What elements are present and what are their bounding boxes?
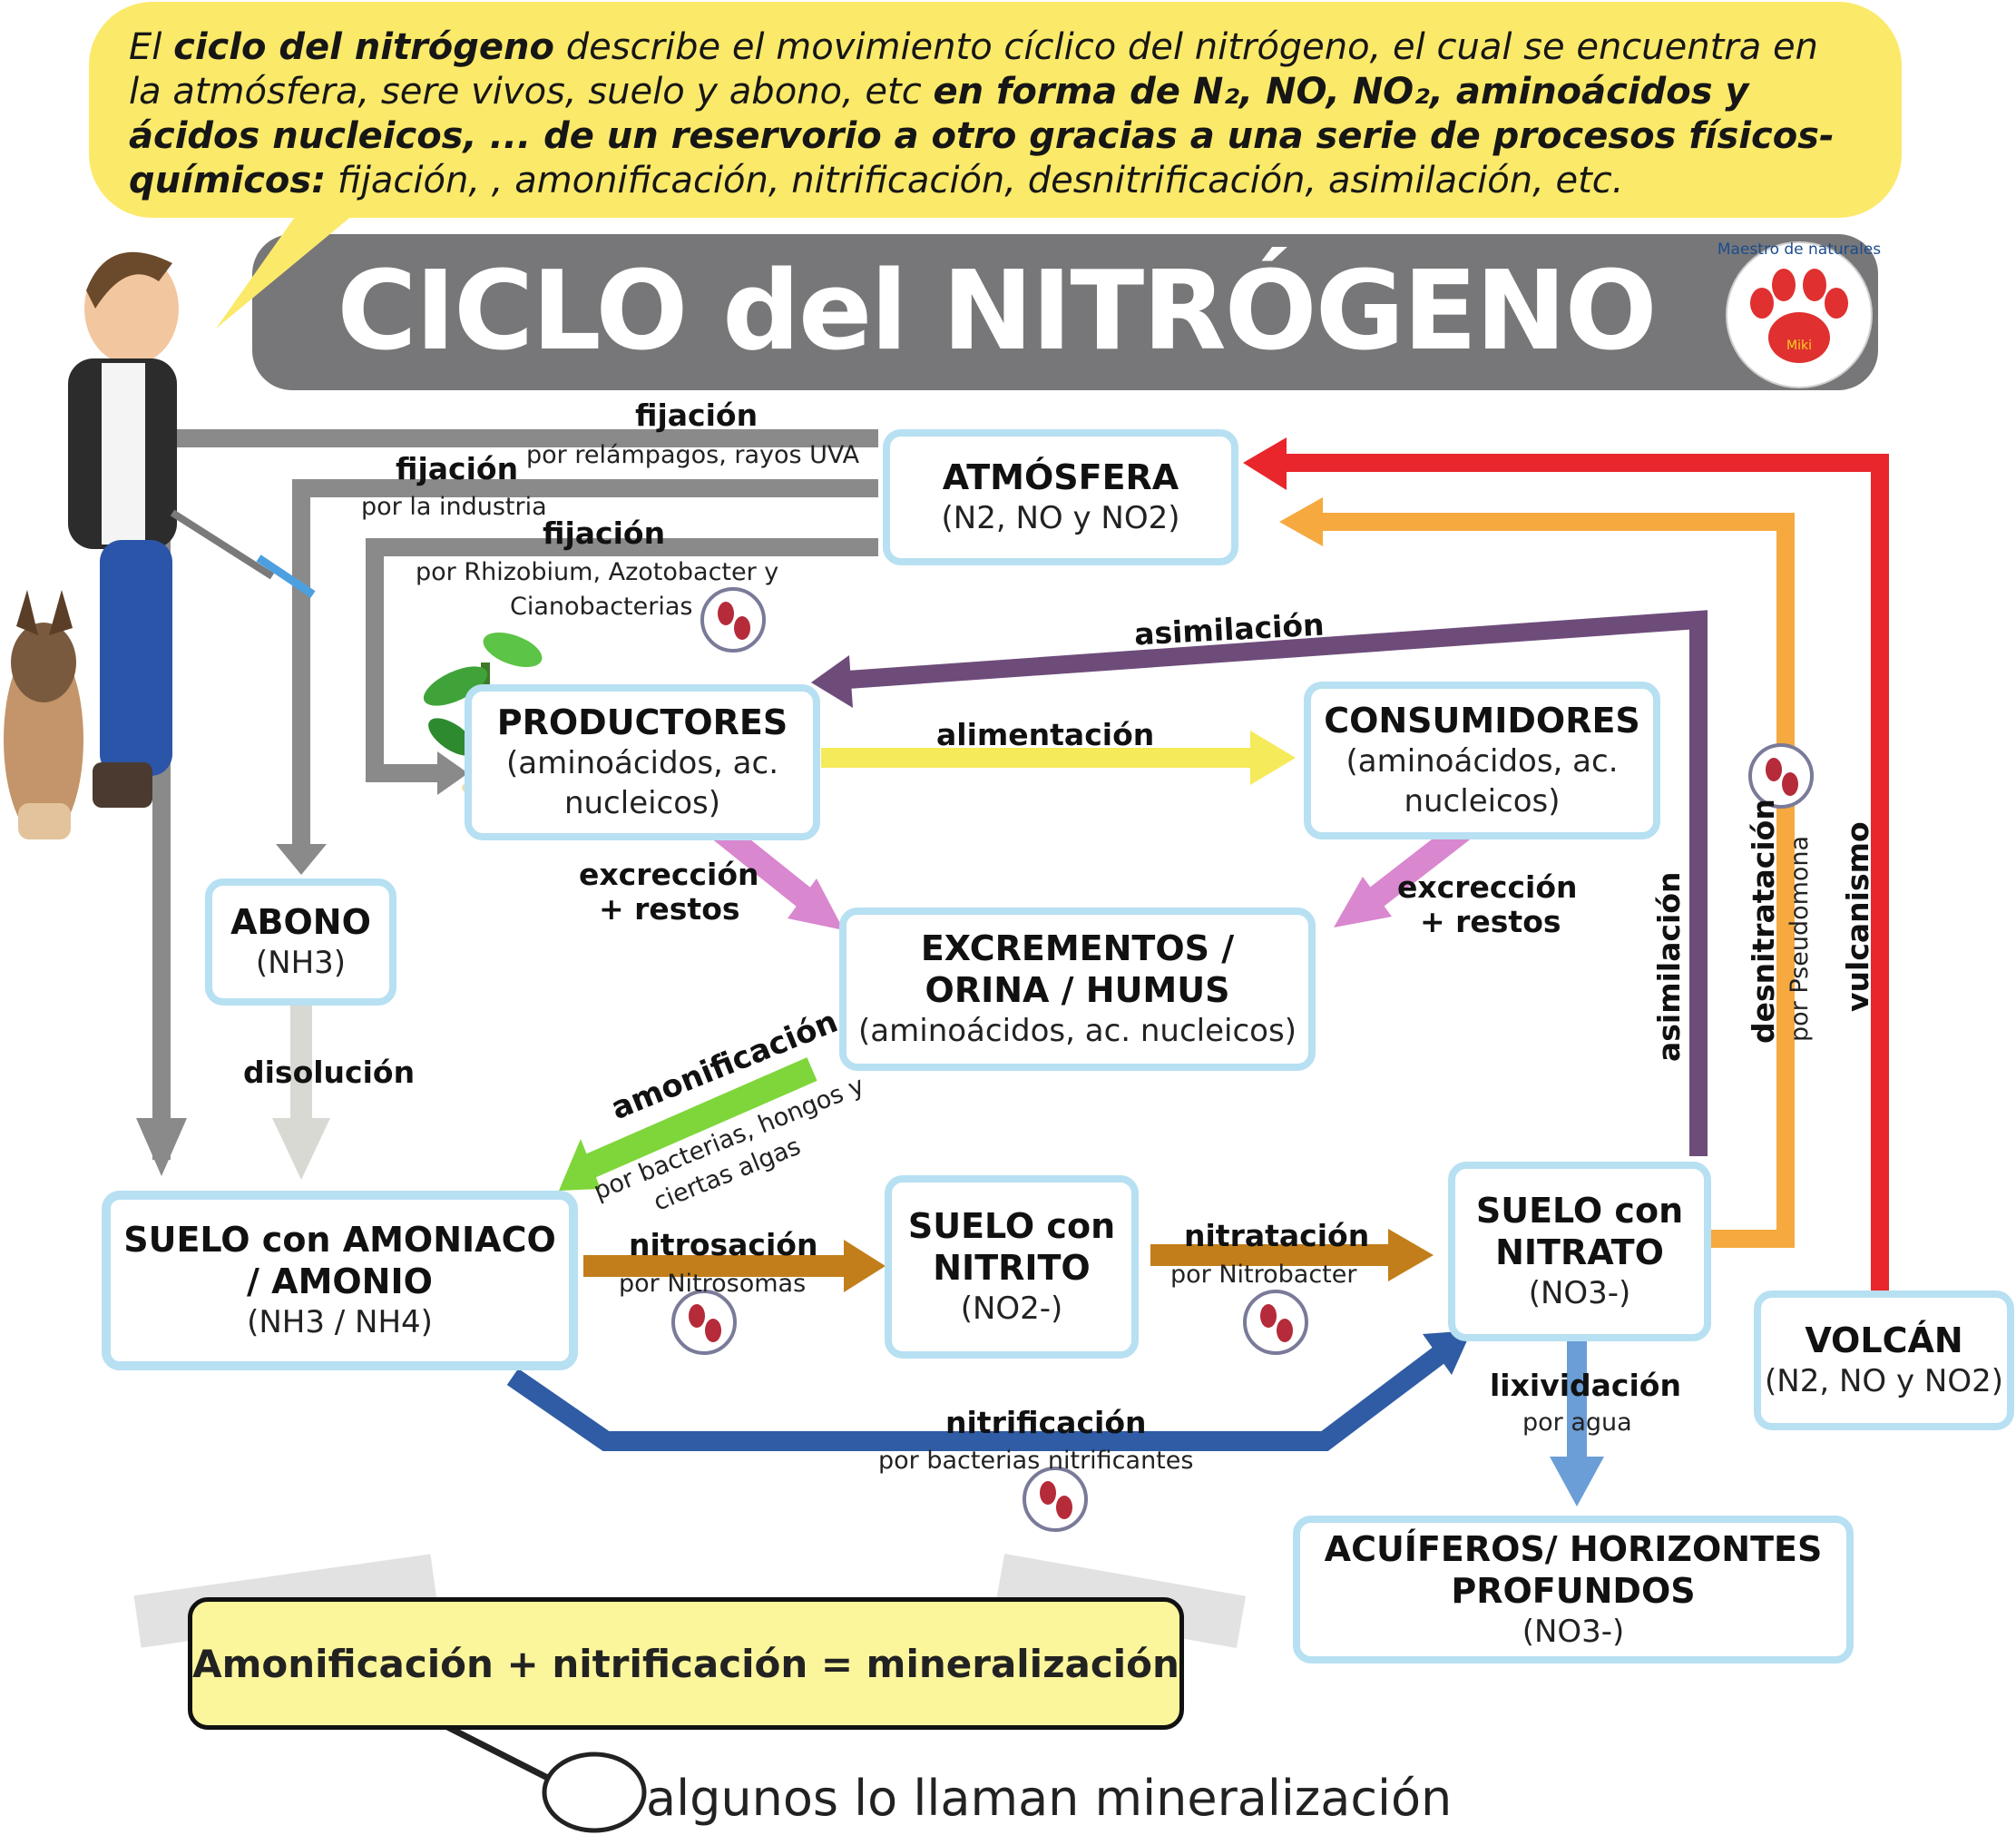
box-atmosfera: ATMÓSFERA (N2, NO y NO2) — [883, 429, 1238, 565]
productores-sub: (aminoácidos, ac. nucleicos) — [505, 745, 779, 821]
label-disolucion: disolución — [243, 1055, 416, 1090]
acuiferos-sub: (NO3-) — [1522, 1613, 1625, 1650]
intro-text-bold-1: ciclo del nitrógeno — [173, 26, 554, 68]
box-excrementos: EXCREMENTOS / ORINA / HUMUS (aminoácidos… — [839, 908, 1316, 1071]
box-nitrito: SUELO con NITRITO (NO2-) — [885, 1175, 1139, 1359]
label-desnitratacion: desnitratación — [1746, 799, 1781, 1044]
intro-text-bold-2: en forma de N₂, NO, NO₂, aminoácidos y á… — [129, 71, 1835, 201]
box-amoniaco: SUELO con AMONIACO / AMONIO (NH3 / NH4) — [102, 1191, 578, 1370]
logo-small-text: Miki — [1786, 339, 1812, 353]
label-lixividacion: lixividación — [1490, 1368, 1681, 1403]
label-excrecion-2a: excrección — [1397, 869, 1578, 905]
logo-paw-icon: Miki — [1726, 241, 1873, 388]
label-desnitratacion-sub: por Pseudomona — [1786, 835, 1814, 1042]
label-vulcanismo: vulcanismo — [1840, 821, 1875, 1012]
abono-sub: (NH3) — [255, 945, 347, 981]
consumidores-title: CONSUMIDORES — [1324, 701, 1640, 741]
acuiferos-title: ACUÍFEROS/ HORIZONTES PROFUNDOS — [1324, 1528, 1823, 1611]
label-fijacion-2: fijación — [396, 451, 519, 486]
bottom-note: algunos lo llaman mineralización — [646, 1770, 1453, 1827]
label-fijacion-3-sub1: por Rhizobium, Azotobacter y — [416, 558, 779, 586]
box-acuiferos: ACUÍFEROS/ HORIZONTES PROFUNDOS (NO3-) — [1293, 1516, 1854, 1663]
label-fijacion-2-sub: por la industria — [361, 493, 547, 521]
consumidores-sub: (aminoácidos, ac. nucleicos) — [1346, 743, 1619, 819]
label-asimilacion-side: asimilación — [1651, 871, 1687, 1062]
nitrito-sub: (NO2-) — [960, 1291, 1063, 1327]
teacher-character-icon — [68, 251, 316, 808]
intro-text-2: describe el movimiento cíclico del nitró… — [129, 26, 1818, 113]
label-excrecion-1b: + restos — [599, 891, 740, 927]
fijacion-rhizobium-arrow — [366, 538, 878, 782]
atmosfera-sub: (N2, NO y NO2) — [941, 500, 1180, 536]
intro-text-1: El — [129, 26, 174, 68]
enzyme-icon-1 — [700, 587, 766, 653]
enzyme-icon-5 — [1748, 743, 1814, 809]
arrowhead-gray-3 — [437, 751, 468, 795]
amoniaco-title: SUELO con AMONIACO / AMONIO — [123, 1220, 556, 1301]
desnitratacion-arrow — [1306, 513, 1795, 1248]
label-fijacion-3-sub2: Cianobacterias — [510, 593, 693, 621]
arrowhead-gray-2 — [276, 844, 327, 875]
enzyme-icon-2 — [671, 1290, 737, 1355]
volcan-sub: (N2, NO y NO2) — [1765, 1363, 2003, 1399]
amoniaco-sub: (NH3 / NH4) — [247, 1304, 433, 1340]
nitrato-title: SUELO con NITRATO — [1475, 1191, 1684, 1272]
box-consumidores: CONSUMIDORES (aminoácidos, ac. nucleicos… — [1304, 682, 1660, 839]
label-fijacion-1-sub: por relámpagos, rayos UVA — [526, 441, 860, 469]
asimilacion-arrow — [834, 610, 1708, 1156]
intro-speech-bubble: El ciclo del nitrógeno describe el movim… — [89, 2, 1902, 218]
box-abono: ABONO (NH3) — [205, 878, 396, 1006]
formula-box: Amonificación + nitrificación = minerali… — [188, 1597, 1184, 1730]
bubble-tail — [216, 211, 358, 329]
nitrificacion-arrow — [506, 1341, 1453, 1451]
nitrato-sub: (NO3-) — [1528, 1275, 1631, 1311]
label-excrecion-1a: excrección — [579, 857, 759, 892]
box-nitrato: SUELO con NITRATO (NO3-) — [1448, 1162, 1711, 1341]
label-nitratacion-sub: por Nitrobacter — [1170, 1261, 1357, 1289]
vulcanismo-arrow — [1270, 454, 1889, 1292]
label-nitrificacion-sub: por bacterias nitrificantes — [878, 1447, 1194, 1475]
box-productores: PRODUCTORES (aminoácidos, ac. nucleicos) — [465, 684, 820, 840]
label-lixividacion-sub: por agua — [1522, 1408, 1632, 1437]
nitrito-title: SUELO con NITRITO — [907, 1206, 1116, 1288]
intro-text-3: fijación, , amonificación, nitrificación… — [326, 160, 1624, 201]
fijacion-industria-arrow — [292, 479, 878, 860]
label-fijacion-1: fijación — [635, 397, 758, 433]
enzyme-icon-3 — [1243, 1290, 1308, 1355]
box-volcan: VOLCÁN (N2, NO y NO2) — [1754, 1291, 2014, 1430]
label-nitrosacion: nitrosación — [629, 1227, 818, 1262]
label-nitrosacion-sub: por Nitrosomas — [619, 1270, 807, 1298]
amonificacion-arrow — [584, 1057, 817, 1178]
excrementos-title: EXCREMENTOS / ORINA / HUMUS — [920, 928, 1235, 1010]
logo-arc-text: Maestro de naturales — [1718, 240, 1881, 259]
page-title: CICLO del NITRÓGENO — [337, 249, 1657, 375]
label-excrecion-2b: + restos — [1420, 904, 1561, 939]
abono-title: ABONO — [230, 902, 371, 942]
label-alimentacion: alimentación — [936, 717, 1155, 752]
label-nitrificacion: nitrificación — [945, 1405, 1147, 1440]
title-bar — [252, 234, 1878, 390]
excrecion-arrow-2 — [1358, 820, 1470, 916]
productores-title: PRODUCTORES — [496, 702, 788, 742]
label-fijacion-3: fijación — [543, 515, 666, 551]
arrowhead-gray-1 — [136, 1118, 187, 1176]
excrecion-arrow-1 — [709, 818, 825, 918]
excrementos-sub: (aminoácidos, ac. nucleicos) — [858, 1013, 1297, 1049]
enzyme-icon-4 — [1023, 1467, 1088, 1532]
atmosfera-title: ATMÓSFERA — [942, 457, 1179, 497]
volcan-title: VOLCÁN — [1805, 1320, 1963, 1360]
dog-icon — [4, 590, 83, 839]
label-nitratacion: nitratación — [1184, 1218, 1370, 1253]
